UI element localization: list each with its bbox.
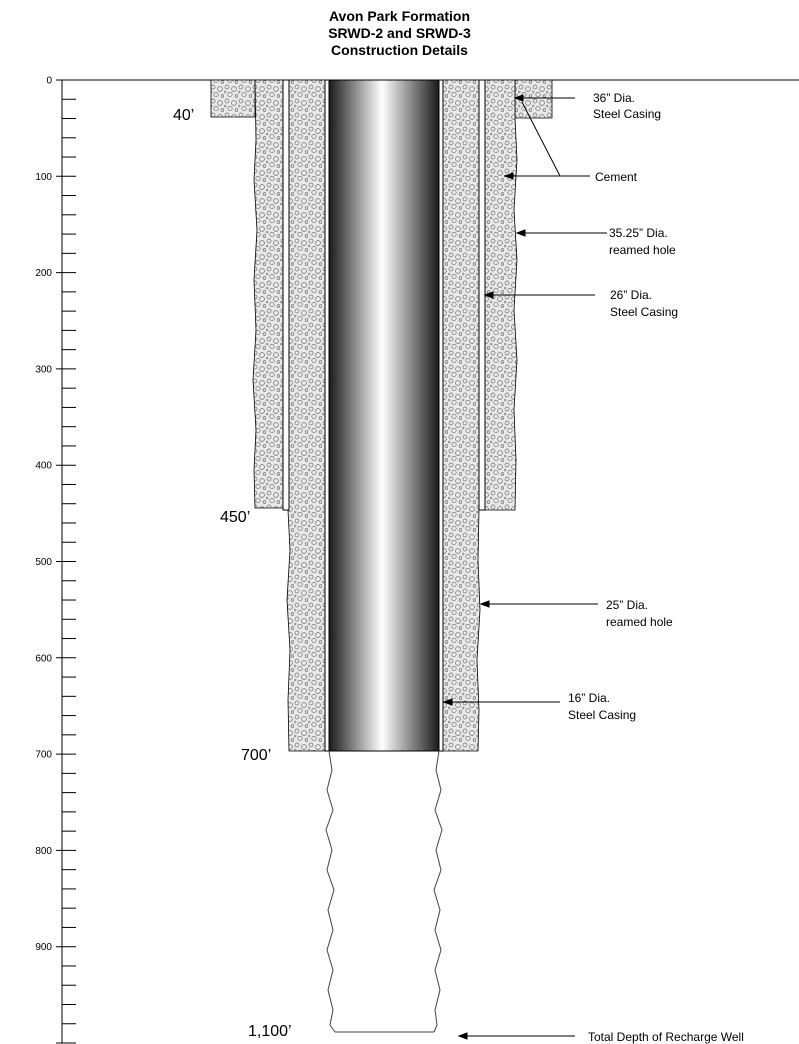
callout-26-line1: 26” Dia. <box>610 288 652 302</box>
casing-16-left-wall <box>324 79 330 752</box>
axis-tick-label: 800 <box>35 846 52 857</box>
cement-inner-right <box>442 79 481 752</box>
cement-inner-left <box>286 79 326 752</box>
axis-tick-label: 900 <box>35 942 52 953</box>
callout-26-line2: Steel Casing <box>610 305 678 319</box>
casing-26-left-wall <box>282 79 290 511</box>
axis-tick-label: 600 <box>35 653 52 664</box>
axis-tick-label: 700 <box>35 750 52 761</box>
cement-upper-left <box>252 79 284 509</box>
casing-16-right-wall <box>438 79 444 752</box>
callout-total-depth: Total Depth of Recharge Well <box>588 1030 744 1044</box>
title-line-1: Avon Park Formation <box>328 8 471 24</box>
depth-label-40: 40’ <box>173 107 194 124</box>
axis-tick-label: 200 <box>35 268 52 279</box>
depth-label-450: 450’ <box>220 509 250 526</box>
title-line-3: Construction Details <box>331 42 468 58</box>
callout-16-line2: Steel Casing <box>568 708 636 722</box>
axis-tick-label: 300 <box>35 364 52 375</box>
depth-axis: 0 100 200 300 400 500 600 700 800 900 <box>35 76 76 1044</box>
depth-label-700: 700’ <box>241 747 271 764</box>
callout-leaders <box>442 94 607 1040</box>
axis-tick-label: 0 <box>46 76 52 87</box>
callout-36-line2: Steel Casing <box>593 107 661 121</box>
open-hole-right-wall <box>433 750 443 1033</box>
diagram-title: Avon Park Formation SRWD-2 and SRWD-3 Co… <box>0 8 799 59</box>
callout-25-line1: 25” Dia. <box>606 598 648 612</box>
callout-25-line2: reamed hole <box>606 615 673 629</box>
callout-35-line2: reamed hole <box>609 243 676 257</box>
depth-label-1100: 1,100’ <box>248 1023 292 1040</box>
cement-outer-0-40 <box>210 79 256 118</box>
callout-36-line1: 36” Dia. <box>593 91 635 105</box>
callout-35-line1: 35.25” Dia. <box>609 226 668 240</box>
callout-cement: Cement <box>595 170 638 184</box>
axis-tick-label: 400 <box>35 461 52 472</box>
open-hole-left-wall <box>325 750 336 1033</box>
callout-16-line1: 16” Dia. <box>568 691 610 705</box>
axis-tick-label: 500 <box>35 557 52 568</box>
title-line-2: SRWD-2 and SRWD-3 <box>328 25 471 41</box>
axis-tick-label: 100 <box>35 172 52 183</box>
casing-16-bore <box>328 79 440 752</box>
